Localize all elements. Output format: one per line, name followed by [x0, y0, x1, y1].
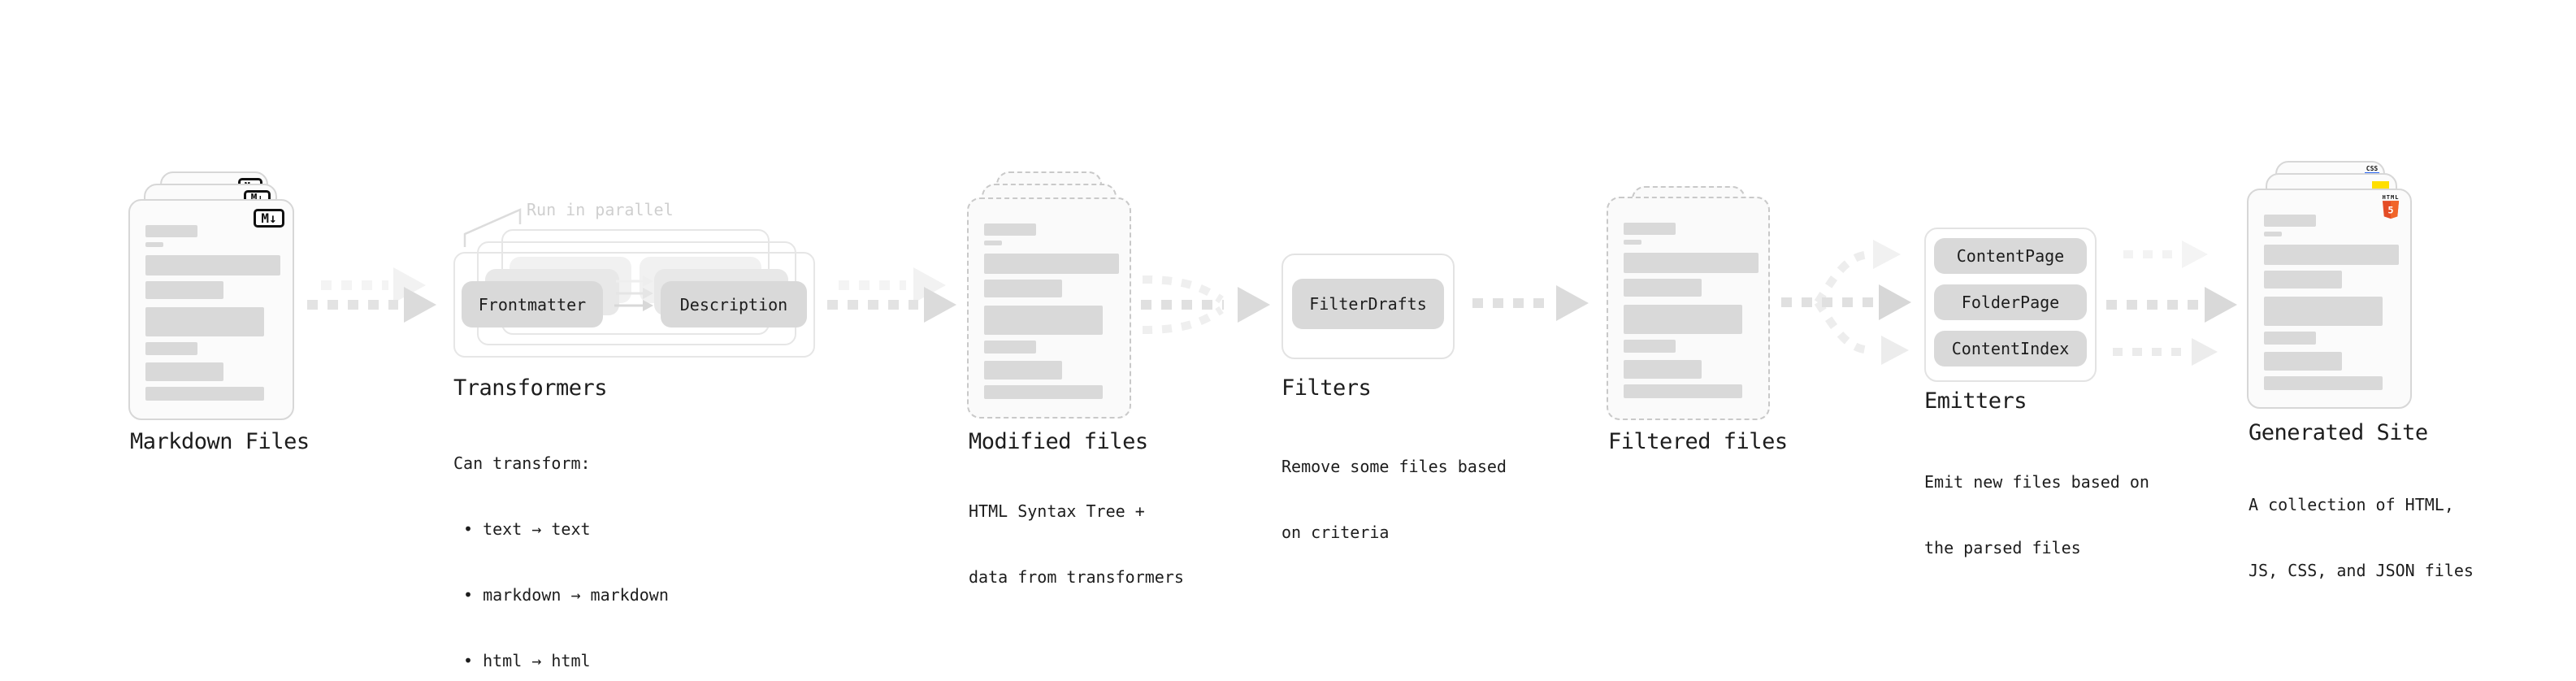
text-line-bar: [984, 241, 1002, 245]
javascript-icon: [2372, 181, 2389, 190]
markdown-icon: M↓: [254, 209, 284, 228]
text-line-bar: [145, 307, 264, 336]
arrow-emitters-to-generated: [2106, 241, 2237, 366]
text-line-bar: [145, 281, 223, 299]
transformers-bullet-2: • markdown → markdown: [463, 585, 669, 605]
text-line-bar: [2264, 245, 2399, 265]
transformers-desc-heading: Can transform:: [453, 453, 591, 473]
text-line-bar: [984, 254, 1119, 274]
text-line-bar: [1624, 279, 1702, 297]
text-line-bar: [1624, 305, 1742, 334]
filterdrafts-pill: FilterDrafts: [1292, 279, 1444, 329]
text-line-bar: [1624, 223, 1676, 235]
text-line-bar: [2264, 215, 2316, 227]
arrow-filtered-to-emitters: [1781, 240, 1911, 365]
generated-desc-line2: JS, CSS, and JSON files: [2249, 561, 2474, 580]
text-line-bar: [984, 385, 1103, 399]
text-line-bar: [145, 342, 197, 355]
filtered-file-card-front: [1607, 197, 1770, 420]
modified-desc-line2: data from transformers: [969, 567, 1184, 587]
contentindex-pill: ContentIndex: [1934, 331, 2087, 367]
transformers-bullet-3: • html → html: [463, 651, 591, 670]
text-line-bar: [2264, 271, 2342, 288]
modified-file-card-front: [967, 197, 1131, 419]
html5-icon: HTML 5: [2381, 194, 2400, 221]
run-in-parallel-annotation: Run in parallel: [527, 200, 674, 219]
description-pill: Description: [661, 281, 807, 327]
css-icon-label: CSS: [2366, 165, 2379, 172]
text-line-bar: [2264, 297, 2383, 326]
filters-desc-line2: on criteria: [1281, 523, 1390, 542]
emitters-description: Emit new files based on the parsed files: [1924, 427, 2149, 603]
text-line-bar: [984, 340, 1036, 354]
generated-desc-line1: A collection of HTML,: [2249, 495, 2454, 514]
text-line-bar: [145, 362, 223, 381]
text-line-bar: [145, 242, 163, 247]
text-line-bar: [2264, 352, 2342, 371]
folderpage-pill: FolderPage: [1934, 284, 2087, 320]
modified-files-label: Modified files: [969, 429, 1148, 454]
generated-site-label: Generated Site: [2249, 420, 2428, 445]
arrow-markdown-to-transformers: [307, 267, 436, 323]
html5-icon-number: 5: [2387, 205, 2393, 216]
emitters-desc-line1: Emit new files based on: [1924, 472, 2149, 492]
transformers-title: Transformers: [453, 375, 608, 401]
markdown-files-label: Markdown Files: [130, 429, 310, 454]
text-line-bar: [2264, 332, 2316, 345]
arrow-transformers-to-modified: [827, 267, 956, 323]
arrow-modified-to-filters: [1141, 275, 1270, 334]
text-line-bar: [145, 255, 280, 275]
filters-title: Filters: [1281, 375, 1372, 401]
contentpage-pill: ContentPage: [1934, 238, 2087, 274]
text-line-bar: [984, 306, 1103, 335]
arrow-filters-to-filtered: [1472, 285, 1589, 321]
html5-icon-label: HTML: [2382, 194, 2400, 201]
emitters-desc-line2: the parsed files: [1924, 538, 2081, 557]
text-line-bar: [984, 223, 1036, 236]
transformers-bullet-1: • text → text: [463, 519, 591, 539]
filtered-files-label: Filtered files: [1608, 429, 1788, 454]
transformer-layer-box-front: [453, 252, 815, 358]
text-line-bar: [1624, 384, 1742, 398]
emitters-title: Emitters: [1924, 388, 2027, 414]
generated-site-description: A collection of HTML, JS, CSS, and JSON …: [2249, 450, 2474, 626]
html5-shield: 5: [2382, 201, 2400, 219]
text-line-bar: [1624, 360, 1702, 379]
text-line-bar: [2264, 232, 2282, 236]
text-line-bar: [1624, 253, 1759, 273]
text-line-bar: [1624, 340, 1676, 353]
markdown-file-card-front: M↓: [128, 199, 294, 420]
text-line-bar: [2264, 376, 2383, 390]
text-line-bar: [984, 280, 1062, 297]
frontmatter-pill: Frontmatter: [462, 281, 603, 327]
modified-desc-line1: HTML Syntax Tree +: [969, 501, 1145, 521]
transformers-description: Can transform: • text → text • markdown …: [453, 409, 669, 681]
text-line-bar: [984, 361, 1062, 380]
text-line-bar: [145, 387, 264, 401]
text-line-bar: [1624, 240, 1641, 245]
filters-description: Remove some files based on criteria: [1281, 412, 1507, 588]
text-line-bar: [145, 225, 197, 237]
modified-files-description: HTML Syntax Tree + data from transformer…: [969, 457, 1184, 632]
generated-html-file-card: HTML 5: [2247, 189, 2412, 409]
filters-desc-line1: Remove some files based: [1281, 457, 1507, 476]
